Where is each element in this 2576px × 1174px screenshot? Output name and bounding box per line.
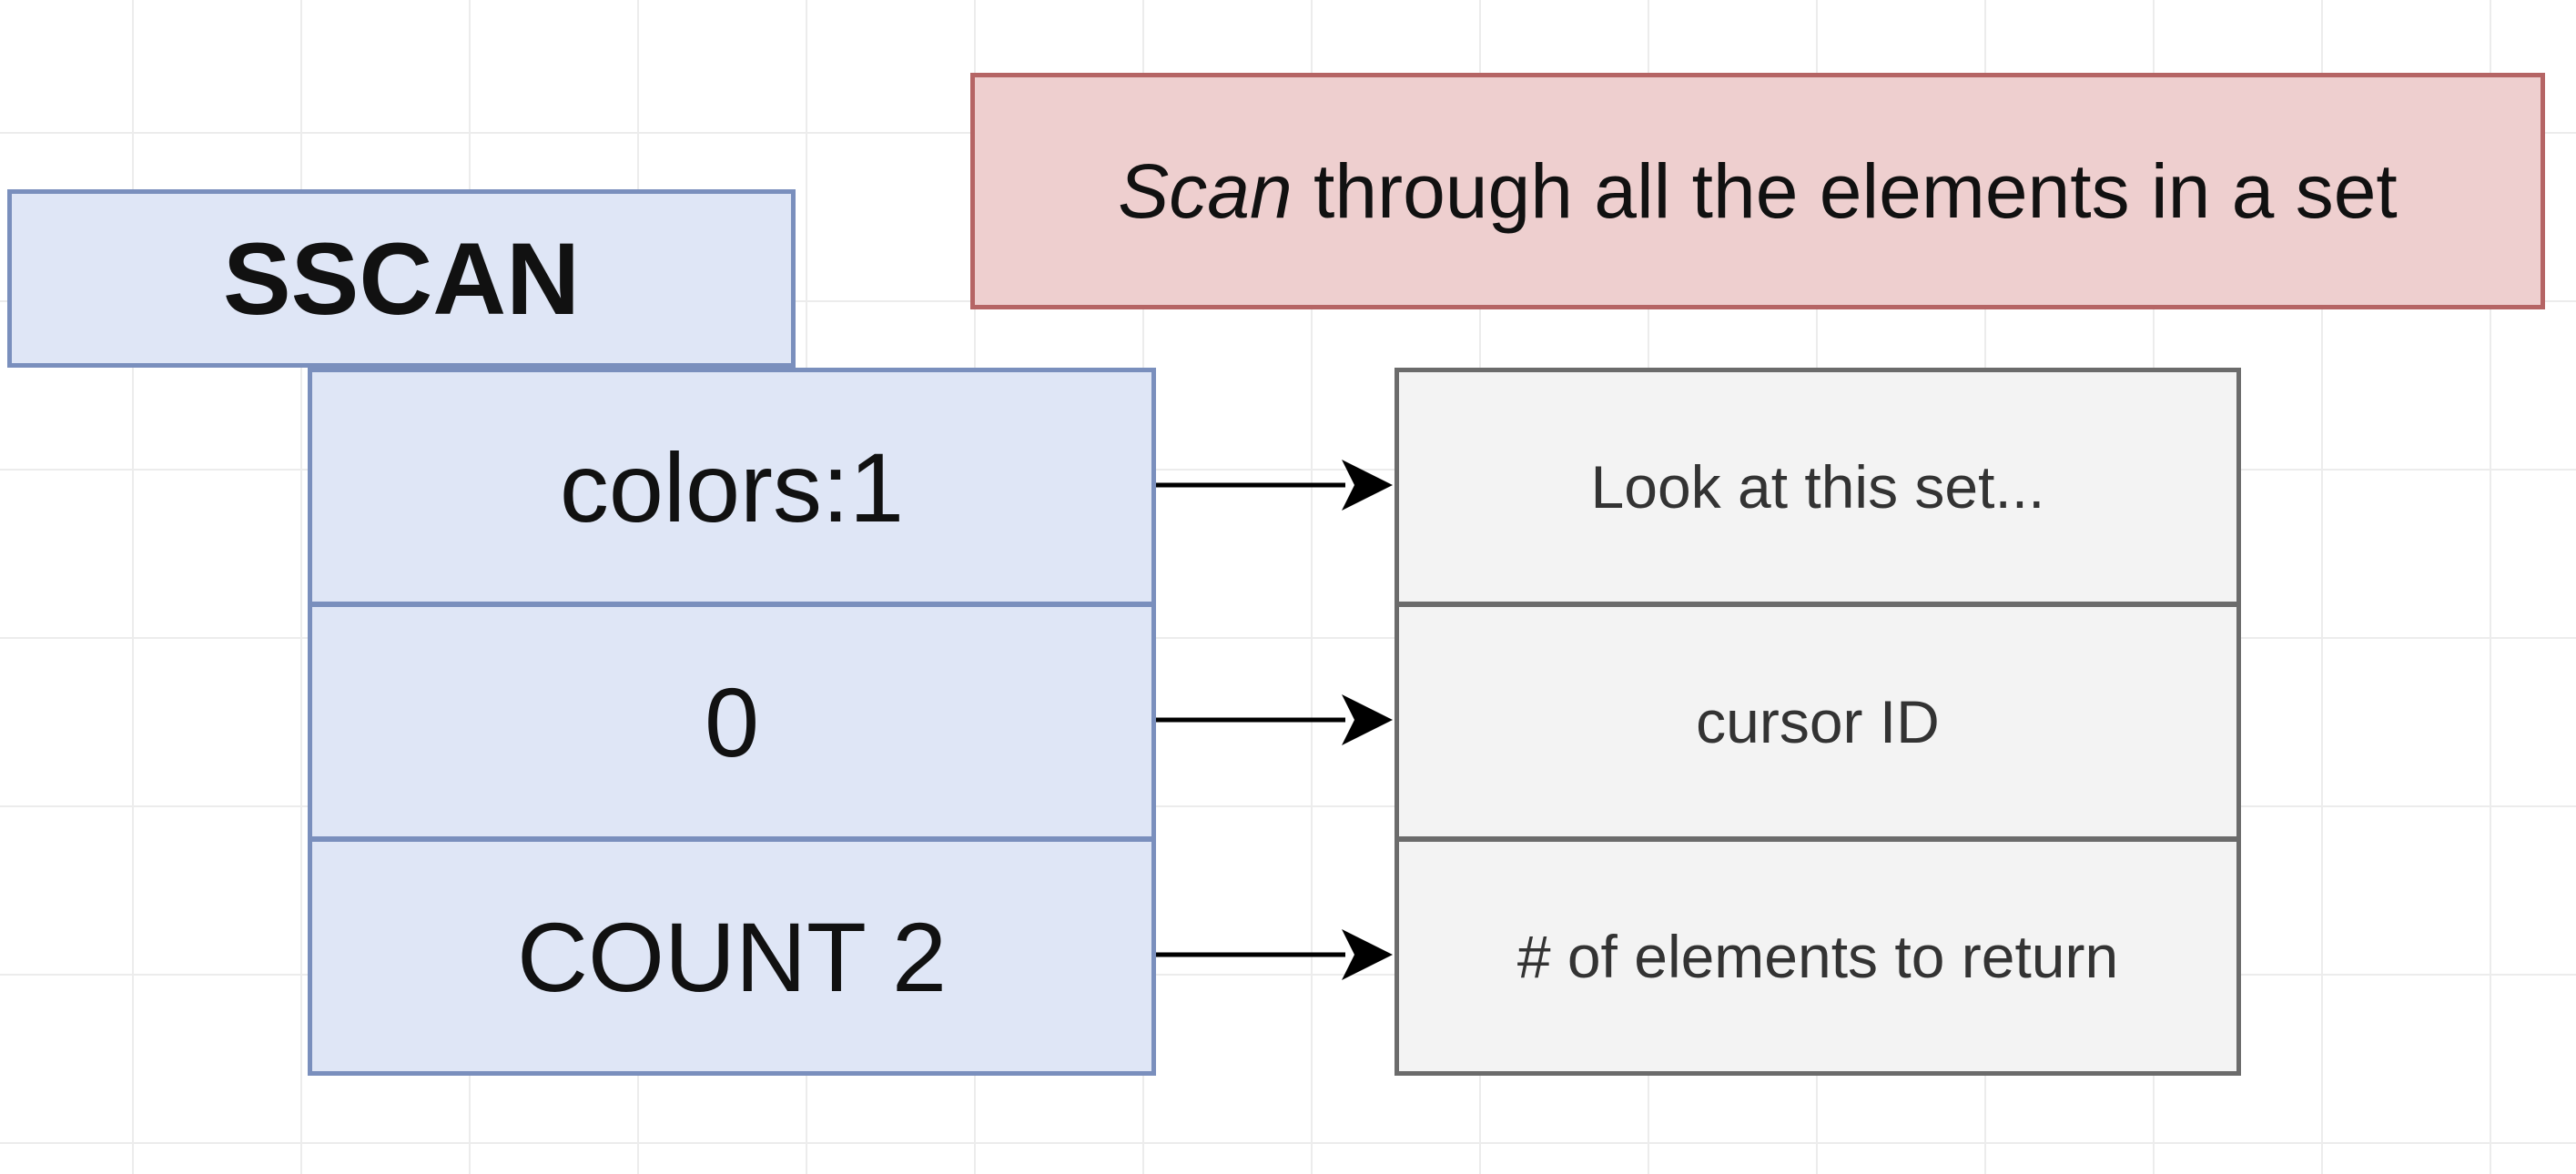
arrow-count — [1156, 929, 1393, 980]
description-cursor: cursor ID — [1394, 602, 2241, 841]
argument-key: colors:1 — [308, 368, 1156, 606]
arrow-key — [1156, 460, 1393, 511]
callout-emphasis: Scan — [1118, 147, 1293, 234]
description-callout: Scan through all the elements in a set — [970, 73, 2545, 309]
description-key-label: Look at this set... — [1590, 453, 2045, 521]
description-key: Look at this set... — [1394, 368, 2241, 606]
description-count: # of elements to return — [1394, 837, 2241, 1076]
arrow-cursor — [1156, 694, 1393, 745]
argument-cursor-label: 0 — [704, 666, 760, 777]
callout-rest: through all the elements in a set — [1292, 147, 2398, 234]
description-cursor-label: cursor ID — [1696, 688, 1940, 755]
argument-count: COUNT 2 — [308, 837, 1156, 1076]
command-title: SSCAN — [7, 189, 796, 368]
command-name: SSCAN — [222, 221, 581, 336]
argument-key-label: colors:1 — [559, 431, 905, 542]
callout-text: Scan through all the elements in a set — [1118, 147, 2398, 236]
argument-count-label: COUNT 2 — [516, 901, 948, 1012]
description-count-label: # of elements to return — [1516, 923, 2119, 990]
